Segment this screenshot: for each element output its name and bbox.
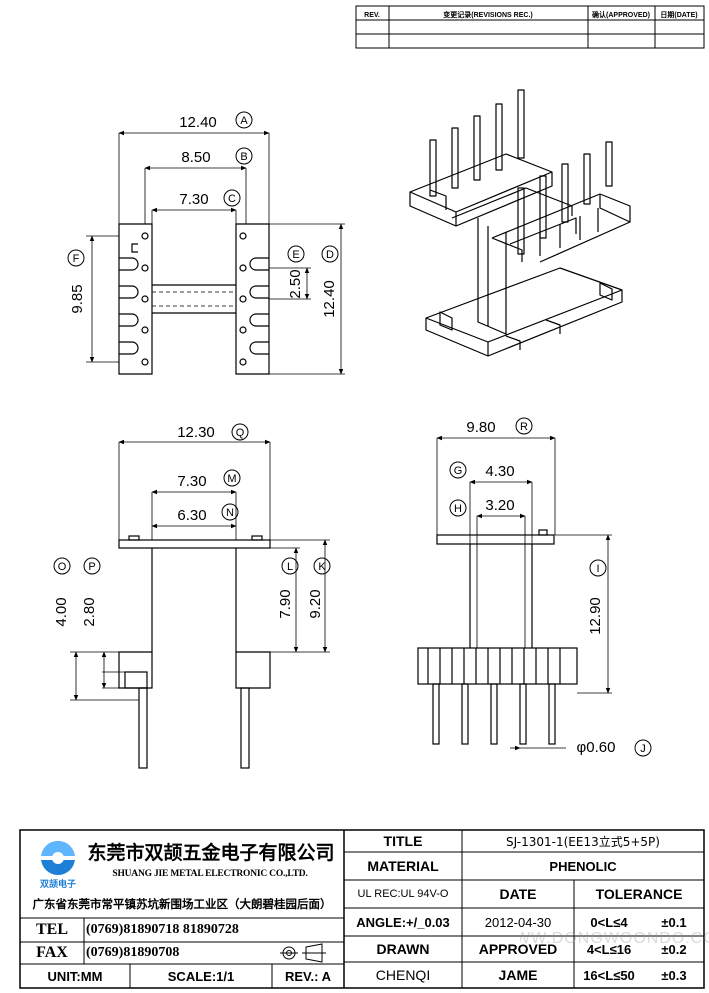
dim-4-30: 4.30: [485, 463, 514, 480]
top-left-dimensions: [86, 130, 345, 375]
callout-d: D: [326, 249, 334, 261]
callout-r: R: [520, 421, 528, 433]
title-block-grid: [19, 829, 705, 989]
revision-table: [355, 5, 705, 49]
dim-7-30-front: 7.30: [177, 473, 206, 490]
tolerance-3-range: 16<L≤50: [583, 967, 635, 983]
callout-j: J: [640, 743, 646, 755]
callout-o: O: [58, 561, 67, 573]
unit-field: UNIT:MM: [47, 968, 103, 984]
dim-6-30: 6.30: [177, 507, 206, 524]
dim-12-40-side: 12.40: [321, 280, 338, 318]
callout-m: M: [227, 473, 236, 485]
fax-label: FAX: [36, 944, 68, 961]
dim-12-30: 12.30: [177, 424, 215, 441]
approved-col-header: 确认(APPROVED): [592, 10, 650, 19]
dim-phi-0-60: φ0.60: [577, 739, 616, 756]
callout-k: K: [318, 561, 326, 573]
dim-2-80: 2.80: [81, 597, 98, 626]
dim-4-00: 4.00: [53, 597, 70, 626]
dim-9-85: 9.85: [69, 284, 86, 313]
callout-n: N: [226, 507, 234, 519]
top-left-view: [118, 223, 270, 375]
company-logo: [41, 841, 75, 875]
date-value: 2012-04-30: [484, 914, 552, 930]
bottom-right-view: [417, 529, 578, 745]
callout-f: F: [73, 253, 80, 265]
drawn-value: CHENQI: [375, 967, 431, 983]
date-col-header: 日期(DATE): [660, 10, 697, 19]
rev-col-header: REV.: [364, 12, 380, 19]
bottom-left-view: [118, 535, 271, 769]
callout-h: H: [454, 503, 462, 515]
dim-7-90: 7.90: [277, 589, 294, 618]
bottom-left-dimensions: [70, 439, 330, 701]
title-value: SJ-1301-1(EE13立式5+5P): [506, 834, 660, 849]
approved-label: APPROVED: [478, 941, 558, 957]
dim-8-50: 8.50: [181, 149, 210, 166]
title-label: TITLE: [383, 833, 423, 849]
callout-circles-bottom-left: [53, 423, 331, 575]
callout-g: G: [454, 465, 463, 477]
dim-2-50: 2.50: [287, 269, 304, 298]
callout-c: C: [228, 193, 236, 205]
callout-circles-top-left: [67, 111, 339, 267]
date-label: DATE: [499, 886, 537, 902]
callout-a: A: [240, 115, 248, 127]
isometric-view: [409, 89, 631, 357]
tolerance-2-range: 4<L≤16: [586, 941, 632, 957]
callout-e: E: [292, 249, 299, 261]
dim-3-20: 3.20: [485, 497, 514, 514]
projection-symbol-icon: [280, 943, 326, 963]
dim-9-20: 9.20: [307, 589, 324, 618]
callout-q: Q: [236, 427, 245, 439]
tel-value: (0769)81890718 81890728: [86, 922, 239, 937]
watermark: WWW.DONGWOONDO.COM: [520, 930, 709, 947]
logo-text: 双颉电子: [39, 879, 76, 890]
callout-b: B: [240, 151, 247, 163]
tolerance-3-value: ±0.3: [661, 967, 687, 983]
scale-field: SCALE:1/1: [167, 968, 235, 984]
company-name-cn: 东莞市双颉五金电子有限公司: [87, 841, 335, 864]
tolerance-1-value: ±0.1: [661, 914, 687, 930]
tolerance-2-value: ±0.2: [661, 941, 687, 957]
dim-12-40-top: 12.40: [179, 114, 217, 131]
callout-p: P: [88, 561, 95, 573]
company-name-en: SHUANG JIE METAL ELECTRONIC CO.,LTD.: [112, 869, 308, 879]
tolerance-label: TOLERANCE: [595, 886, 683, 902]
drawn-label: DRAWN: [376, 941, 430, 957]
material-label: MATERIAL: [367, 858, 439, 874]
material-value: PHENOLIC: [549, 858, 617, 874]
fax-value: (0769)81890708: [86, 945, 180, 960]
tel-label: TEL: [35, 921, 68, 938]
approved-value: JAME: [498, 967, 538, 983]
callout-circles-bottom-right: [449, 417, 652, 757]
rev-field: REV.: A: [285, 968, 331, 984]
dim-9-80: 9.80: [466, 419, 495, 436]
angle-field: ANGLE:+/_0.03: [356, 914, 450, 930]
revisions-col-header: 变更记录(REVISIONS REC.): [443, 10, 532, 19]
company-address: 广东省东莞市常平镇苏坑新围场工业区（大朗碧桂园后面）: [32, 897, 332, 911]
ul-rec: UL REC:UL 94V-O: [357, 888, 449, 900]
bottom-right-dimensions: [436, 435, 612, 751]
dim-7-30-top: 7.30: [179, 191, 208, 208]
callout-l: L: [287, 561, 293, 573]
tolerance-1-range: 0<L≤4: [590, 914, 628, 930]
dim-12-90: 12.90: [587, 597, 604, 635]
callout-i: I: [596, 563, 599, 575]
